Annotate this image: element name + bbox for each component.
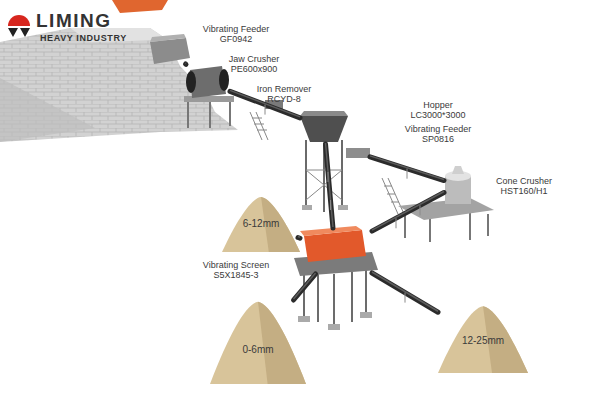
pile-mound <box>210 302 306 384</box>
foot <box>302 205 312 210</box>
machine-label: Cone Crusher HST160/H1 <box>484 176 564 197</box>
brand-name: LIMING <box>36 10 112 32</box>
stone-wall <box>0 28 238 142</box>
stockpile: 12-25mm <box>438 305 528 373</box>
conveyor-belt <box>372 192 444 232</box>
belt-surface <box>298 236 300 238</box>
logo-red <box>8 15 30 26</box>
pile-shape <box>210 300 306 384</box>
wall-face <box>0 28 238 142</box>
excavator-part <box>112 0 168 13</box>
belt-support <box>405 293 406 303</box>
machine-label: Vibrating Feeder GF0942 <box>196 24 276 45</box>
foot <box>298 316 310 322</box>
belt-surface <box>372 192 444 231</box>
belt-support <box>420 205 421 215</box>
brand-subtitle: HEAVY INDUSTRY <box>40 33 127 43</box>
size-label: 12-25mm <box>462 335 504 346</box>
belt-surface <box>326 143 333 227</box>
machine-node: Vibrating Feeder SP0816 <box>346 147 370 159</box>
machine-label: Hopper LC3000*3000 <box>398 100 478 121</box>
jaw-flywheel <box>219 69 229 91</box>
conveyor-belt <box>294 273 316 300</box>
size-label: 0-6mm <box>242 344 273 355</box>
belt-surface <box>185 62 187 64</box>
machine-node: Cone Crusher HST160/H1 <box>444 165 472 205</box>
pile-shade <box>258 302 306 384</box>
logo-mark <box>8 15 30 37</box>
belt-frame <box>183 62 188 67</box>
machine-node: Vibrating Feeder GF0942 <box>148 36 190 64</box>
pile-mound <box>438 306 528 373</box>
belt-support <box>396 218 397 228</box>
machine-label: Jaw Crusher PE600x900 <box>214 54 294 75</box>
pile-mound <box>222 197 300 252</box>
hopper-bin <box>300 116 348 142</box>
conveyor-belt <box>298 237 300 239</box>
logo-black <box>8 28 30 37</box>
belt-surface <box>372 272 438 311</box>
machine-label: Vibrating Feeder SP0816 <box>398 124 478 145</box>
machine-node: Hopper LC3000*3000 <box>300 110 348 144</box>
hopper <box>300 111 348 212</box>
vibrating-screen <box>294 226 378 330</box>
machine-node: Iron Remover RCYD-8 <box>264 99 284 110</box>
belt-support <box>327 172 328 182</box>
foot <box>338 205 348 210</box>
feeder-top <box>150 34 186 42</box>
belt-surface <box>370 156 444 180</box>
stockpile: 0-6mm <box>210 300 306 384</box>
cone-head <box>452 166 464 174</box>
jaw-flywheel <box>186 71 196 93</box>
jaw-platform <box>184 96 234 102</box>
conveyor-belt <box>372 272 438 312</box>
belt-frame <box>326 144 333 228</box>
belt-support <box>330 200 331 210</box>
belt-frame <box>370 157 444 181</box>
feeder-body <box>150 38 190 64</box>
belt-frame <box>294 274 316 300</box>
jaw-legs <box>188 102 230 128</box>
conveyor-belt <box>326 143 333 228</box>
feeder-gf0942 <box>150 34 190 64</box>
machine-label: Iron Remover RCYD-8 <box>244 84 324 105</box>
stair <box>382 178 404 214</box>
foot <box>360 312 372 318</box>
feeder-sp0816 <box>346 148 370 158</box>
belt-frame <box>372 273 438 312</box>
machine-node: Jaw Crusher PE600x900 <box>186 64 230 102</box>
conveyor-belt <box>370 156 444 181</box>
stair <box>250 112 268 140</box>
size-label: 6-12mm <box>243 218 280 229</box>
belt-surface <box>294 273 316 299</box>
belt-frame <box>298 235 300 241</box>
belt-frame <box>372 193 444 232</box>
foot <box>328 324 340 330</box>
conveyor-belt <box>185 63 186 64</box>
machine-label: Vibrating Screen S5X1845-3 <box>196 260 276 281</box>
machine-node: Vibrating Screen S5X1845-3 <box>298 228 372 274</box>
belt-support <box>265 105 266 115</box>
stockpile: 6-12mm <box>222 196 300 252</box>
hopper-brace <box>306 170 342 200</box>
hopper-rim <box>300 111 348 116</box>
belt-support <box>407 169 408 179</box>
wall-shade <box>0 78 95 142</box>
